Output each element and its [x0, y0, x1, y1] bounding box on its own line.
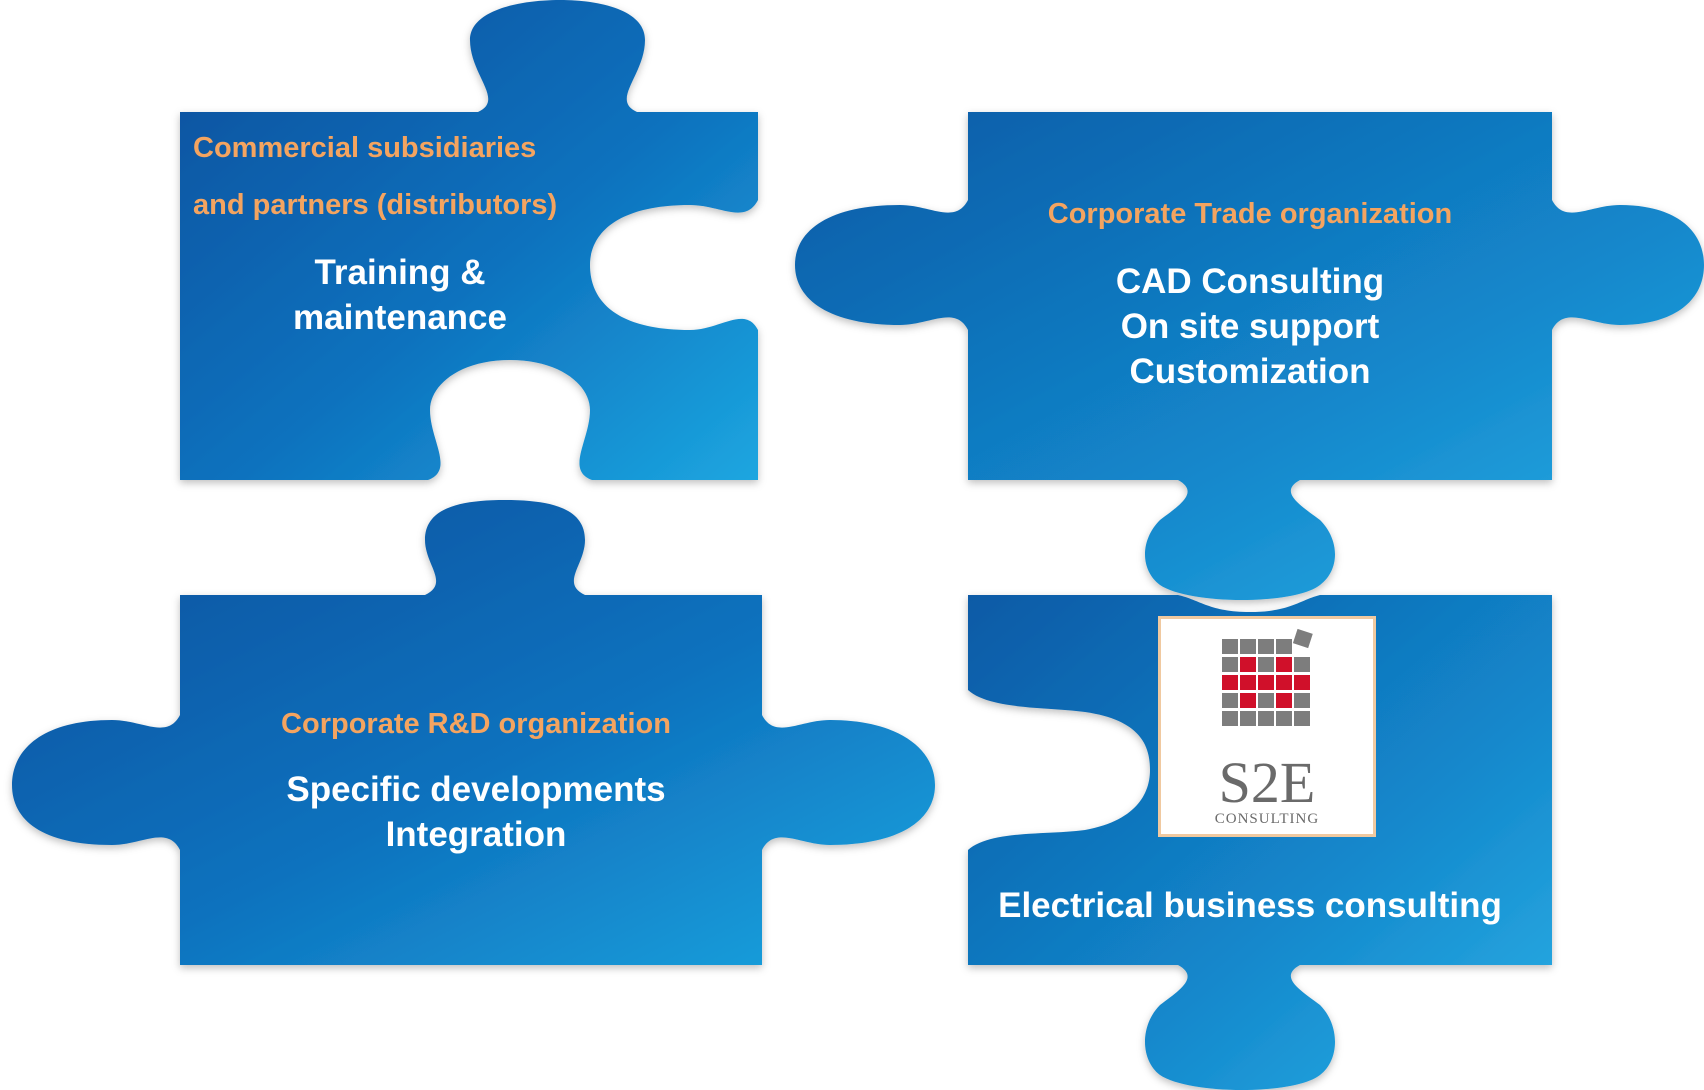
- piece2-services: CAD Consulting On site support Customiza…: [1000, 259, 1500, 394]
- piece3-services: Specific developments Integration: [226, 767, 726, 857]
- piece2-service-2: On site support: [1120, 307, 1380, 346]
- piece1-org-label-line1: Commercial subsidiaries: [193, 132, 537, 164]
- logo-name: S2E: [1218, 750, 1316, 815]
- piece1-service-1: Training &: [314, 253, 486, 292]
- puzzle-piece-top-left: [180, 0, 758, 480]
- piece2-org-label: Corporate Trade organization: [1047, 198, 1453, 230]
- puzzle-piece-bottom-right: [968, 595, 1552, 1090]
- piece4-services: Electrical business consulting: [970, 883, 1530, 928]
- piece1-services: Training & maintenance: [240, 250, 560, 340]
- piece3-service-2: Integration: [385, 815, 567, 854]
- piece3-org-label: Corporate R&D organization: [281, 708, 671, 740]
- piece2-service-1: CAD Consulting: [1115, 262, 1385, 301]
- logo-squares-icon: [1222, 628, 1313, 726]
- piece3-service-1: Specific developments: [286, 770, 666, 809]
- s2e-consulting-logo: S2E CONSULTING: [1158, 616, 1376, 837]
- puzzle-piece-top-right: [795, 112, 1704, 600]
- piece1-org-label-line2: and partners (distributors): [193, 189, 558, 221]
- piece4-service-1: Electrical business consulting: [998, 886, 1502, 925]
- piece2-service-3: Customization: [1129, 352, 1371, 391]
- logo-subtitle: CONSULTING: [1214, 811, 1320, 827]
- puzzle-piece-bottom-left: [12, 500, 935, 965]
- piece1-service-2: maintenance: [293, 298, 507, 337]
